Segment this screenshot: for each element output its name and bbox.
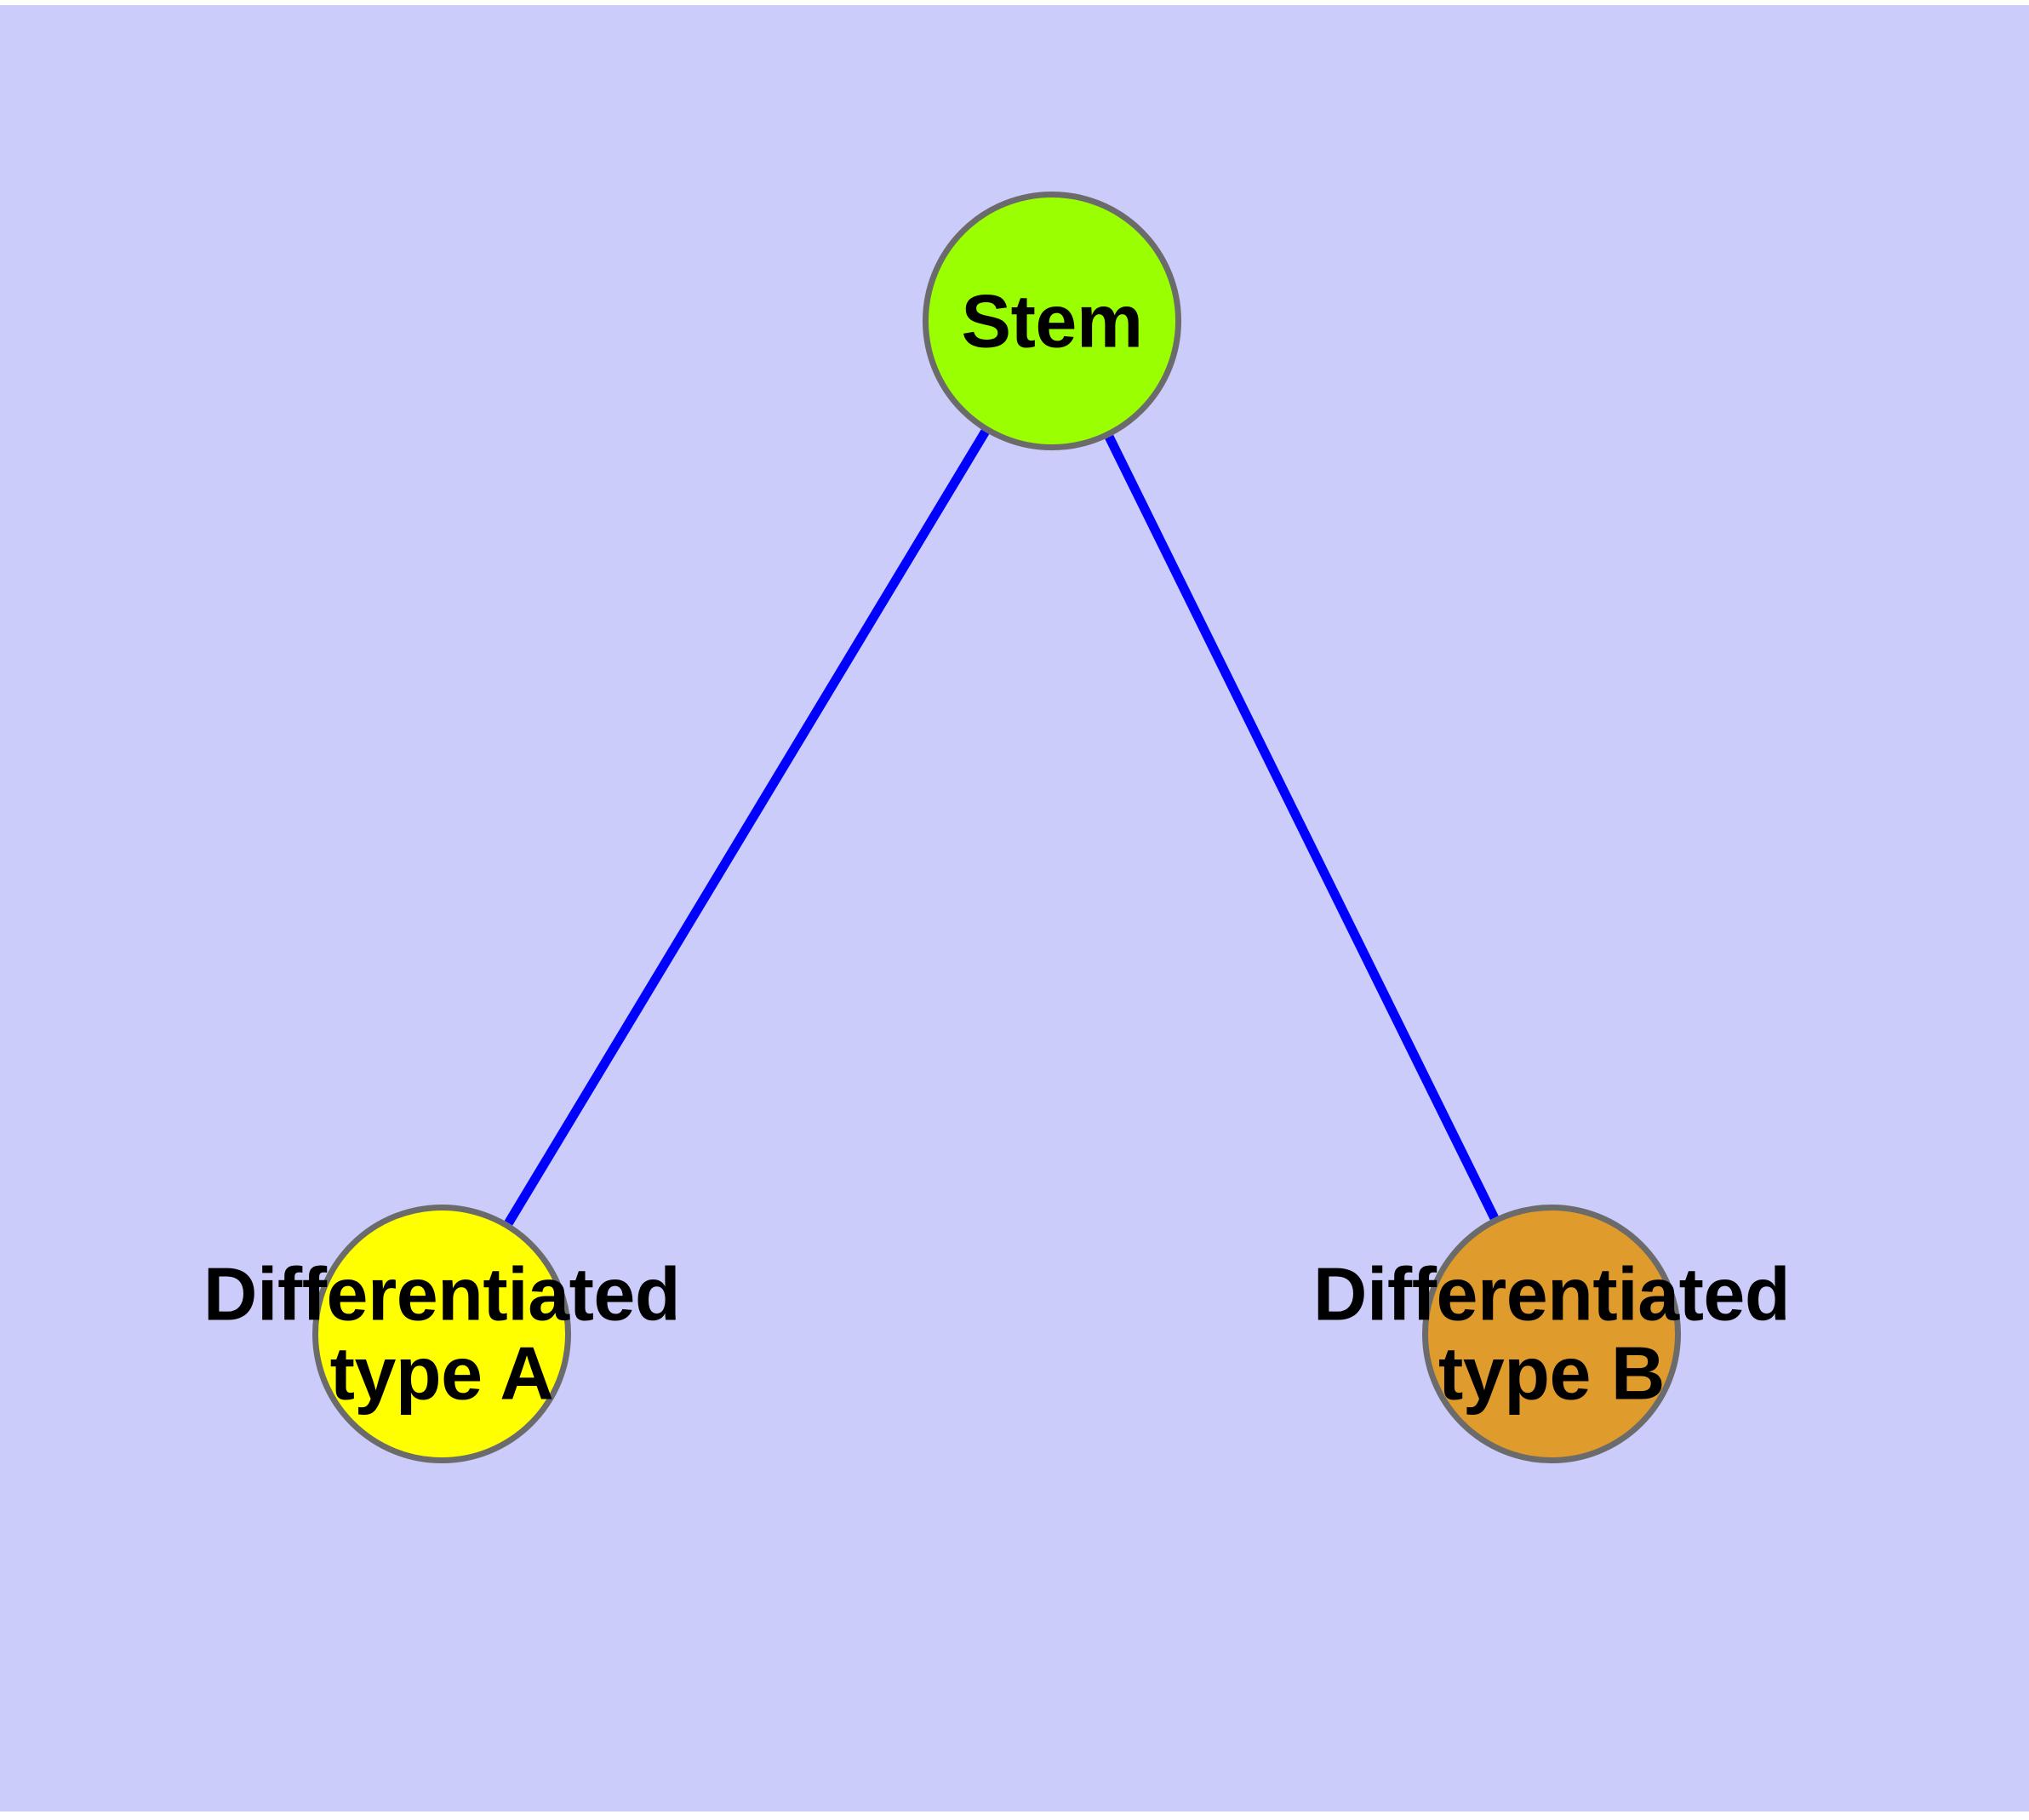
graph-edge: [1105, 434, 1499, 1221]
graph-node-diff_a[interactable]: [312, 1205, 571, 1463]
graph-node-diff_b[interactable]: [1422, 1205, 1681, 1463]
graph-node-stem[interactable]: [923, 192, 1181, 450]
nodes-layer: [312, 192, 1681, 1463]
graph-edge: [504, 429, 990, 1226]
edges-layer: [504, 429, 1499, 1226]
